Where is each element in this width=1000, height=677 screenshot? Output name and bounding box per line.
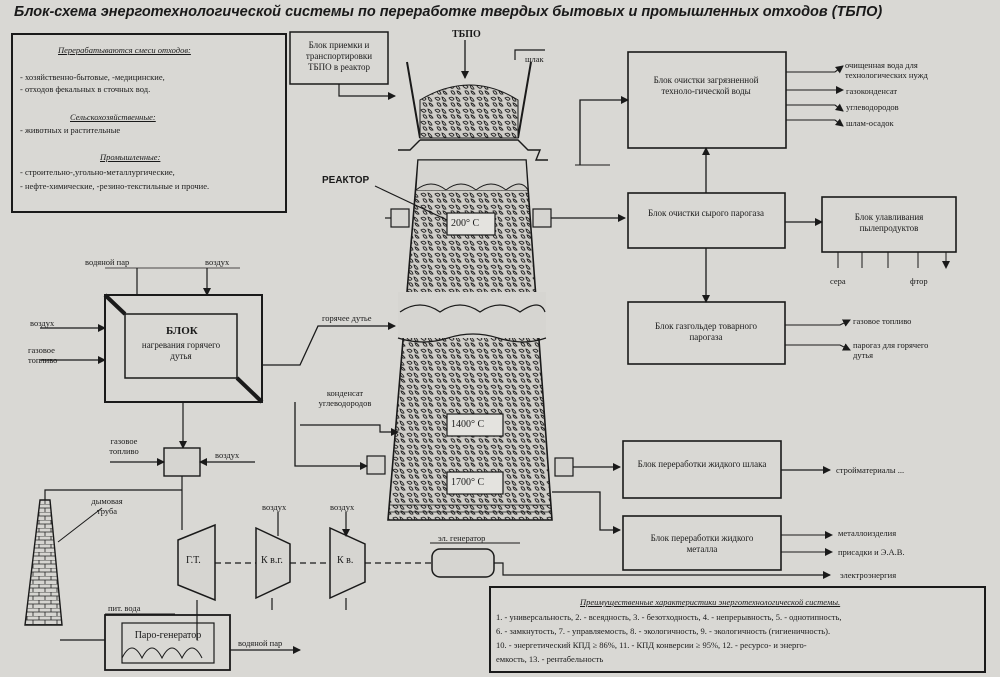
- waste-header-household: Перерабатываются смеси отходов:: [58, 45, 191, 55]
- condensate-label: конденсат углеводородов: [318, 388, 372, 408]
- mixer-air-label: воздух: [215, 450, 240, 460]
- waste-line: - нефте-химические, -резино-текстильные …: [20, 181, 210, 191]
- metal-products-label: металлоизделия: [838, 528, 897, 538]
- chimney-label: дымовая труба: [91, 496, 123, 516]
- temp-1700: 1700° С: [451, 477, 485, 488]
- air-top-label: воздух: [205, 257, 230, 267]
- compressor-v-label: К в.: [337, 555, 354, 566]
- tbpo-label: ТБПО: [452, 29, 481, 40]
- reactor-label: РЕАКТОР: [322, 175, 370, 186]
- gas-fuel-in-label: газовое топливо: [28, 345, 58, 365]
- heat-block-title: БЛОК: [166, 325, 198, 337]
- dust-block-label: Блок улавливания пылепродуктов: [854, 212, 924, 233]
- temp-1400: 1400° С: [451, 419, 485, 430]
- raw-gas-block-label: Блок очистки сырого парогаза: [648, 208, 764, 218]
- waste-header-agri: Сельскохозяйственные:: [70, 112, 156, 122]
- air-in-label: воздух: [30, 318, 55, 328]
- product-gas-fuel: газовое топливо: [853, 316, 912, 326]
- building-materials-label: стройматериалы ...: [836, 465, 905, 475]
- gas-turbine-label: Г.Т.: [186, 555, 201, 566]
- waste-line: - отходов фекальных в сточных вод.: [20, 84, 151, 94]
- product-gas-blast: парогаз для горячего дутья: [853, 340, 929, 360]
- advantages-line: емкость, 13. - рентабельность: [496, 654, 604, 664]
- waste-line: - хозяйственно-бытовые, -медицинские,: [20, 72, 165, 82]
- temp-200: 200° С: [451, 218, 480, 229]
- mixer-gas-label: газовое топливо: [109, 436, 139, 456]
- water-block-label: Блок очистки загрязненной техноло-гическ…: [653, 75, 759, 96]
- water-out-sludge: шлам-осадок: [846, 118, 894, 128]
- sulfur-label: сера: [830, 276, 846, 286]
- kv-air-label: воздух: [330, 502, 355, 512]
- electricity-label: электроэнергия: [840, 570, 897, 580]
- compressor-vg-label: К в.г.: [261, 555, 283, 566]
- waste-header-industrial: Промышленные:: [100, 152, 161, 162]
- water-out-clean: очищенная вода для технологических нужд: [845, 60, 928, 80]
- slag-block-label: Блок переработки жидкого шлака: [637, 459, 767, 469]
- kvg-air-label: воздух: [262, 502, 287, 512]
- additives-label: присадки и Э.А.В.: [838, 547, 905, 557]
- page-title: Блок-схема энерготехнологической системы…: [14, 4, 883, 20]
- water-out-condensate: газоконденсат: [846, 86, 898, 96]
- waste-line: - строительно-,угольно-металлургические,: [20, 167, 175, 177]
- hot-blast-label: горячее дутье: [322, 313, 372, 323]
- advantages-line: 1. - универсальность, 2. - всеядность, 3…: [496, 612, 842, 622]
- advantages-line: 6. - замкнутость, 7. - управляемость, 8.…: [496, 626, 831, 636]
- generator-label: эл. генератор: [438, 533, 486, 543]
- feed-block-label: Блок приемки и транспортировки ТБПО в ре…: [305, 40, 373, 72]
- feed-water-label: пит. вода: [108, 603, 141, 613]
- steam-gen-label: Паро-генератор: [134, 630, 202, 641]
- advantages-header: Преимущественные характеристики энерготе…: [580, 597, 841, 607]
- metal-block-label: Блок переработки жидкого металла: [650, 533, 754, 554]
- product-gas-block-label: Блок газгольдер товарного парогаза: [655, 321, 757, 342]
- water-out-hydrocarbons: углеводородов: [846, 102, 899, 112]
- heat-block-sub: нагревания горячего дутья: [141, 340, 221, 361]
- fluorine-label: фтор: [910, 276, 928, 286]
- waste-line: - животных и растительные: [20, 125, 121, 135]
- steam-in-label: водяной пар: [85, 257, 130, 267]
- slag-label: шлак: [525, 54, 544, 64]
- steam-out-label: водяной пар: [238, 638, 283, 648]
- advantages-line: 10. - энергетический КПД ≥ 86%, 11. - КП…: [496, 640, 807, 650]
